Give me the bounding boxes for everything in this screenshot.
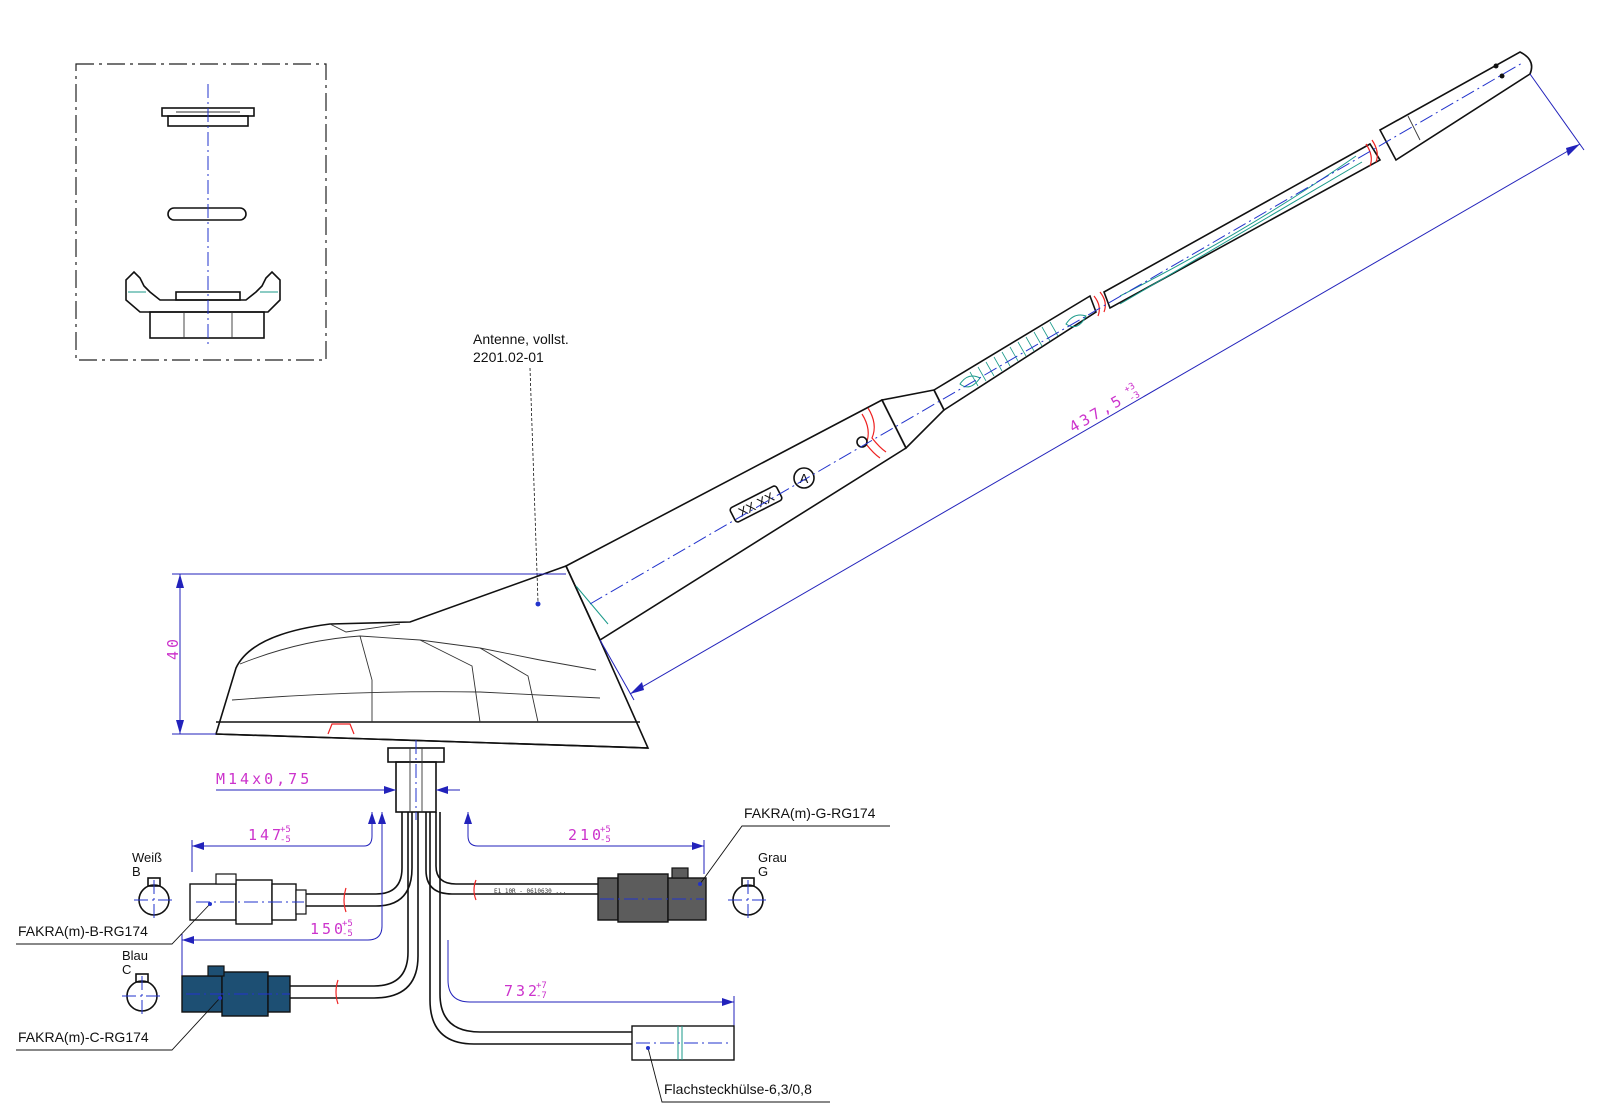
- svg-text:+5: +5: [600, 825, 611, 835]
- antenna-title: Antenne, vollst.: [473, 331, 569, 347]
- spiral-coil: [969, 321, 1059, 387]
- label-weiss: Weiß: [132, 850, 162, 865]
- label-grau: Grau: [758, 850, 787, 865]
- cable-flat-dimension: 732 +7 -7: [447, 940, 735, 1030]
- height-value: 40: [164, 636, 182, 660]
- set-screw: [856, 436, 868, 448]
- antenna-base: [214, 564, 650, 749]
- label-fakra-g: FAKRA(m)-G-RG174: [744, 805, 876, 821]
- svg-text:A: A: [800, 471, 809, 486]
- cable-b-value: 147: [248, 826, 284, 844]
- svg-text:+7: +7: [536, 981, 547, 991]
- cable-g-dimension: 210 +5 -5: [464, 812, 705, 874]
- label-fakra-c: FAKRA(m)-C-RG174: [18, 1029, 149, 1045]
- rod-length-value: 437,5: [1066, 391, 1127, 437]
- callout-fakra-g: FAKRA(m)-G-RG174: [698, 805, 890, 886]
- svg-text:+3: +3: [1123, 381, 1137, 395]
- thread-value: M14x0,75: [216, 770, 312, 788]
- cable-print: E1 10R - 0610630 ...: [494, 888, 566, 895]
- antenna-mast: XX XX A: [564, 51, 1533, 642]
- svg-text:-5: -5: [280, 835, 291, 845]
- svg-text:-3: -3: [1128, 390, 1142, 404]
- cable-flat-value: 732: [504, 982, 540, 1000]
- label-grau-code: G: [758, 864, 768, 879]
- label-blau: Blau: [122, 948, 148, 963]
- callout-fakra-c: FAKRA(m)-C-RG174: [16, 996, 222, 1051]
- svg-text:+5: +5: [280, 825, 291, 835]
- threaded-stem: M14x0,75: [216, 740, 460, 820]
- ring-grau: Grau G: [728, 850, 787, 922]
- detail-view: [75, 63, 327, 361]
- cable-b-dimension: 147 +5 -5: [191, 812, 376, 872]
- height-dimension: 40: [164, 573, 566, 735]
- detail-clip-nut: [125, 270, 281, 339]
- antenna-callout: Antenne, vollst. 2201.02-01: [473, 331, 569, 607]
- connector-fakra-b: [189, 873, 307, 925]
- svg-text:+5: +5: [342, 919, 353, 929]
- cables: E1 10R - 0610630 ...: [290, 812, 632, 1045]
- ring-blau: Blau C: [122, 948, 162, 1018]
- cable-c-value: 150: [310, 920, 346, 938]
- svg-text:-5: -5: [342, 929, 353, 939]
- ring-weiss: Weiß B: [132, 850, 174, 922]
- connector-flachsteck: [631, 1025, 735, 1061]
- antenna-part-number: 2201.02-01: [473, 349, 544, 365]
- connector-fakra-c: [181, 965, 291, 1017]
- rod-length-dimension: 437,5 +3 -3: [599, 73, 1585, 701]
- connector-fakra-g: [597, 867, 707, 923]
- label-blau-code: C: [122, 962, 131, 977]
- svg-text:XX XX: XX XX: [736, 489, 777, 520]
- mast-axis: [589, 61, 1525, 605]
- label-flachsteck: Flachsteckhülse-6,3/0,8: [664, 1081, 812, 1097]
- svg-text:-7: -7: [536, 991, 547, 1001]
- rating-box: XX XX: [729, 485, 783, 523]
- detail-washer: [167, 207, 247, 221]
- circle-mark: A: [793, 467, 815, 489]
- callout-flachsteck: Flachsteckhülse-6,3/0,8: [646, 1046, 830, 1103]
- svg-text:-5: -5: [600, 835, 611, 845]
- cable-g-value: 210: [568, 826, 604, 844]
- label-fakra-b: FAKRA(m)-B-RG174: [18, 923, 148, 939]
- label-weiss-code: B: [132, 864, 141, 879]
- callout-fakra-b: FAKRA(m)-B-RG174: [16, 902, 212, 945]
- detail-frame: [75, 63, 327, 361]
- cable-c-dimension: 150 +5 -5: [181, 812, 386, 990]
